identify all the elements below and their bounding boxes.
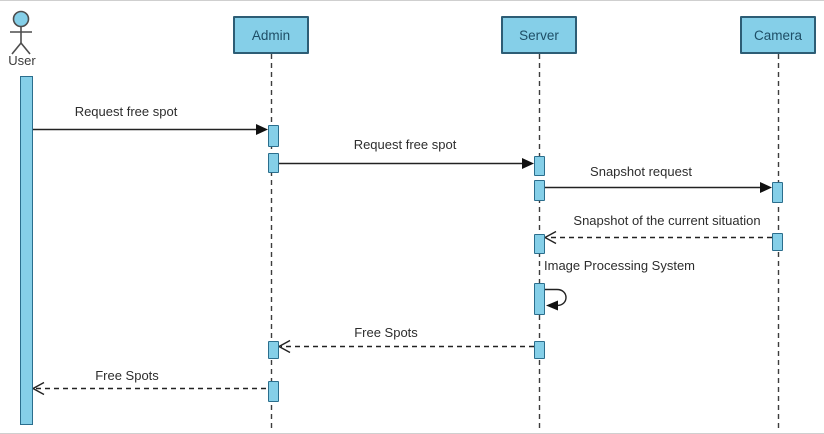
actor-user-icon bbox=[10, 10, 32, 55]
participant-server-label: Server bbox=[519, 27, 559, 43]
participant-camera: Camera bbox=[740, 16, 816, 54]
message-line-request-free-spot-2 bbox=[279, 158, 534, 169]
activation-bar-server-3 bbox=[534, 234, 545, 254]
arrowhead-filled bbox=[760, 182, 772, 193]
activation-bar-server-1 bbox=[534, 156, 545, 176]
activation-bar-server-4 bbox=[534, 283, 545, 315]
message-label-free-spots-2: Free Spots bbox=[95, 368, 159, 383]
message-line-self-loop bbox=[545, 288, 567, 311]
arrowhead-filled bbox=[256, 124, 268, 135]
arrowhead-filled bbox=[522, 158, 534, 169]
message-label-free-spots-1: Free Spots bbox=[354, 325, 418, 340]
participant-admin: Admin bbox=[233, 16, 309, 54]
arrowhead-filled bbox=[546, 300, 558, 311]
arrowhead-open bbox=[277, 339, 291, 354]
message-label-image-processing-system: Image Processing System bbox=[544, 258, 696, 273]
message-label-request-free-spot-1: Request free spot bbox=[74, 104, 178, 119]
participant-server: Server bbox=[501, 16, 577, 54]
activation-bar-server-2 bbox=[534, 180, 545, 201]
arrowhead-open bbox=[31, 381, 45, 396]
activation-bar-camera-1 bbox=[772, 182, 783, 203]
activation-bar-user bbox=[20, 76, 33, 425]
message-line-request-free-spot-1 bbox=[33, 124, 268, 135]
activation-bar-camera-2 bbox=[772, 233, 783, 251]
activation-bar-admin-2 bbox=[268, 153, 279, 173]
arrowhead-open bbox=[543, 230, 557, 245]
message-label-request-free-spot-2: Request free spot bbox=[353, 137, 457, 152]
activation-bar-admin-4 bbox=[268, 381, 279, 402]
message-label-snapshot-return: Snapshot of the current situation bbox=[573, 213, 761, 228]
activation-bar-admin-3 bbox=[268, 341, 279, 359]
message-line-snapshot-request bbox=[545, 182, 772, 193]
participant-camera-label: Camera bbox=[753, 27, 802, 43]
message-line-snapshot-return bbox=[543, 230, 772, 245]
actor-label: User bbox=[8, 53, 36, 68]
activation-bar-admin-1 bbox=[268, 125, 279, 147]
activation-bar-server-5 bbox=[534, 341, 545, 359]
message-line-free-spots-1 bbox=[277, 339, 534, 354]
message-label-snapshot-request: Snapshot request bbox=[590, 164, 692, 179]
participant-admin-label: Admin bbox=[251, 27, 291, 43]
message-line-free-spots-2 bbox=[31, 381, 266, 396]
